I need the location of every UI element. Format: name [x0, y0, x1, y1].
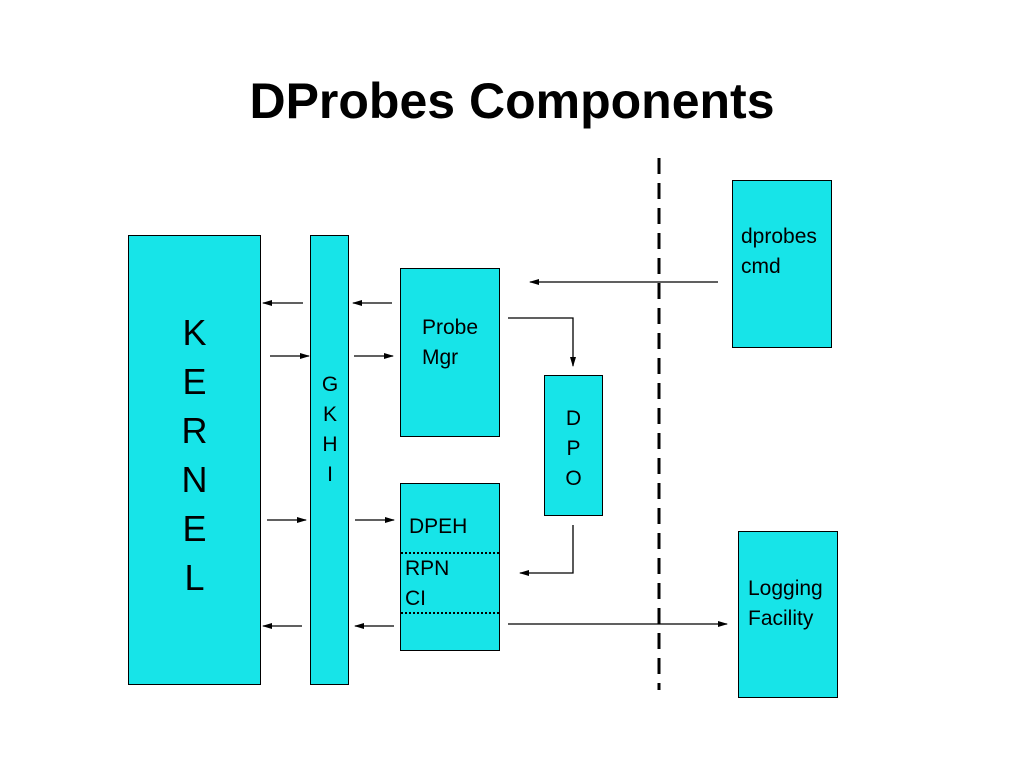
kernel-letter: K: [182, 312, 207, 353]
logging-facility-box: Logging Facility: [738, 531, 838, 698]
section-divider: [401, 612, 499, 614]
dpeh-label: DPEH: [409, 515, 468, 538]
dprobes-cmd-box: dprobes cmd: [732, 180, 832, 348]
section-divider: [401, 552, 499, 554]
probe-mgr-line2: Mgr: [422, 346, 459, 369]
logging-line1: Logging: [748, 577, 823, 600]
dpo-letter: P: [566, 437, 581, 460]
arrow-probemgr-to-dpo: [508, 317, 576, 367]
kernel-letter: L: [184, 557, 205, 598]
logging-line2: Facility: [748, 607, 814, 630]
kernel-letter: N: [181, 459, 208, 500]
gkhi-letter: I: [327, 463, 333, 486]
dpo-label: D P O: [545, 404, 602, 494]
page-title: DProbes Components: [249, 73, 775, 129]
gkhi-label: G K H I: [311, 370, 349, 490]
gkhi-letter: G: [321, 373, 339, 396]
kernel-letter: E: [182, 508, 207, 549]
rpn-label: RPN: [405, 557, 450, 580]
dpo-letter: D: [565, 407, 582, 430]
dprobes-cmd-line1: dprobes: [741, 225, 817, 248]
dpo-box: D P O: [544, 375, 603, 516]
kernel-box: K E R N E L: [128, 235, 261, 685]
probe-mgr-box: Probe Mgr: [400, 268, 500, 437]
probe-mgr-line1: Probe: [422, 316, 479, 339]
kernel-label: K E R N E L: [129, 308, 260, 602]
gkhi-letter: H: [322, 433, 338, 456]
dpeh-box: DPEH RPN CI: [400, 483, 500, 651]
gkhi-box: G K H I: [310, 235, 349, 685]
dprobes-cmd-line2: cmd: [741, 255, 781, 278]
dpo-letter: O: [565, 467, 582, 490]
ci-label: CI: [405, 587, 426, 610]
gkhi-letter: K: [322, 403, 337, 426]
kernel-letter: E: [182, 361, 207, 402]
kernel-letter: R: [181, 410, 208, 451]
arrow-dpo-to-rpn: [519, 525, 574, 576]
